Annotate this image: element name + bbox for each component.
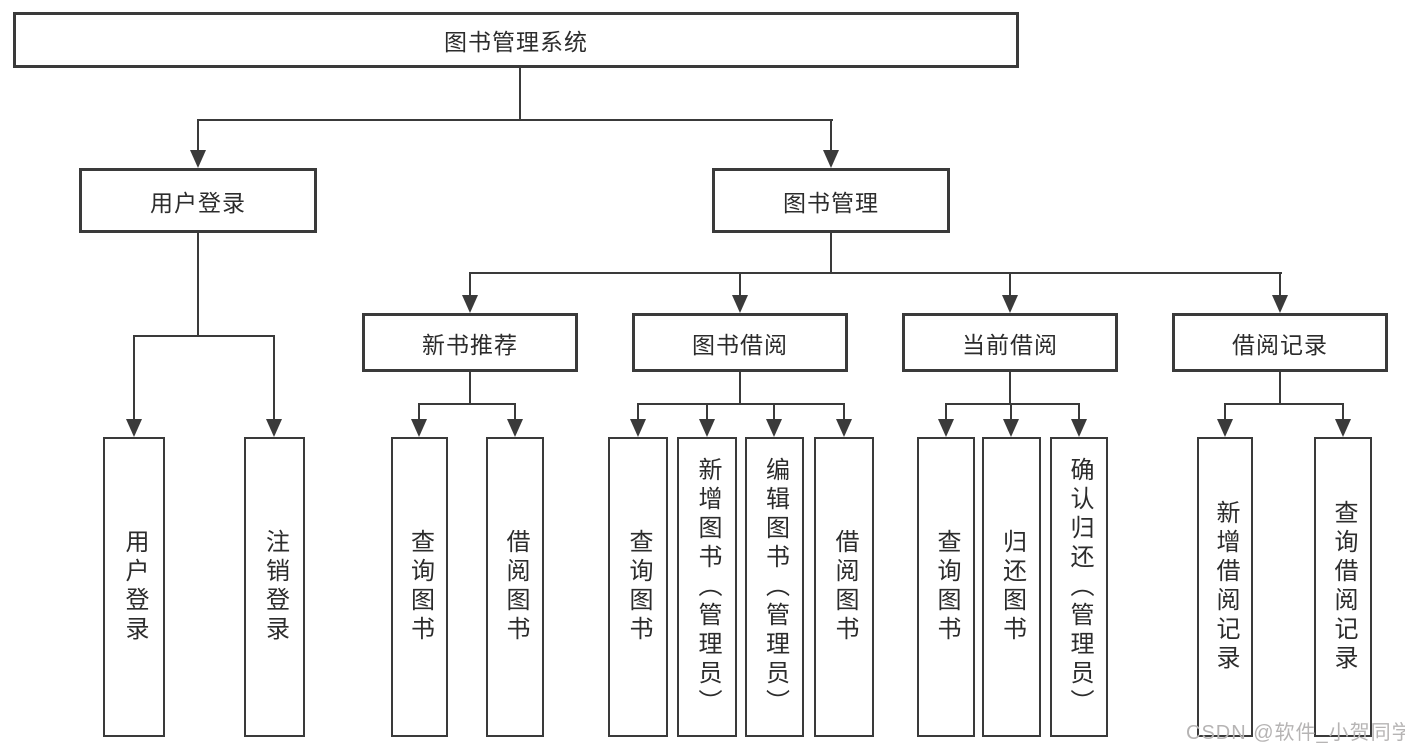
node-bb-borrow-books-label: 借阅图书 [831,529,858,645]
node-ul-logout: 注销登录 [244,437,305,737]
node-br-query-record-label: 查询借阅记录 [1330,500,1357,674]
node-ul-user-login-label: 用户登录 [121,529,148,645]
edge-bb-hline [637,403,845,405]
arrowhead-cb-query [938,419,954,437]
arrowhead-current-borrowing [1002,295,1018,313]
edge-br-hline [1224,403,1344,405]
node-book-mgmt: 图书管理 [712,168,950,233]
node-nb-query-books-label: 查询图书 [406,529,434,645]
arrowhead-cb-confirm [1071,419,1087,437]
arrowhead-ul-user-login [126,419,142,437]
node-cb-query-books-label: 查询图书 [933,529,960,645]
arrowhead-br-add [1217,419,1233,437]
edge-ul-vline [197,233,199,336]
arrowhead-bb-add [699,419,715,437]
edge-cb-vline [1009,372,1011,404]
arrowhead-borrowing-records [1272,295,1288,313]
node-user-login-group-label: 用户登录 [150,189,246,216]
node-bb-query-books-label: 查询图书 [625,529,652,645]
node-current-borrowing: 当前借阅 [902,313,1118,372]
edge-bb-stem3 [773,403,775,425]
node-br-add-record-label: 新增借阅记录 [1212,500,1239,674]
arrowhead-cb-return [1003,419,1019,437]
edge-cb-stem2 [1010,403,1012,425]
node-cb-confirm-return-admin: 确认归还（管理员） [1050,437,1108,737]
node-root-label: 图书管理系统 [444,29,588,55]
node-cb-query-books: 查询图书 [917,437,975,737]
edge-ul-stem1 [133,335,135,425]
node-br-query-record: 查询借阅记录 [1314,437,1372,737]
node-cb-confirm-return-admin-label: 确认归还（管理员） [1066,456,1093,718]
node-bb-edit-books-admin-label: 编辑图书（管理员） [761,456,789,718]
node-borrowing-records-label: 借阅记录 [1232,331,1328,358]
arrowhead-bb-edit [766,419,782,437]
node-current-borrowing-label: 当前借阅 [962,331,1058,358]
edge-bm-stem2 [739,272,741,302]
edge-cb-stem1 [945,403,947,425]
edge-cb-stem3 [1078,403,1080,425]
node-nb-borrow-books-label: 借阅图书 [502,529,529,645]
arrowhead-nb-query [411,419,427,437]
edge-nb-vline [469,372,471,404]
edge-root-vline [519,68,521,120]
node-ul-user-login: 用户登录 [103,437,165,737]
arrowhead-bookmgmt [823,150,839,168]
arrowhead-bb-borrow [836,419,852,437]
node-bb-borrow-books: 借阅图书 [814,437,874,737]
node-new-book-rec: 新书推荐 [362,313,578,372]
edge-cb-hline [945,403,1080,405]
node-ul-logout-label: 注销登录 [261,529,289,645]
edge-bm-hline [469,272,1282,274]
edge-bb-stem1 [637,403,639,425]
edge-nb-stem2 [514,403,516,425]
edge-root-hline [197,119,833,121]
edge-br-vline [1279,372,1281,404]
edge-bm-stem3 [1009,272,1011,302]
edge-bb-stem4 [843,403,845,425]
csdn-watermark: CSDN @软件_小贺同学 [1186,722,1405,744]
node-nb-borrow-books: 借阅图书 [486,437,544,737]
arrowhead-new-book-rec [462,295,478,313]
arrowhead-userlogin [190,150,206,168]
node-br-add-record: 新增借阅记录 [1197,437,1253,737]
edge-bm-vline [830,233,832,273]
node-bb-add-books-admin-label: 新增图书（管理员） [694,456,721,718]
edge-nb-hline [418,403,516,405]
node-cb-return-books: 归还图书 [982,437,1041,737]
node-user-login-group: 用户登录 [79,168,317,233]
edge-bb-vline [739,372,741,404]
node-book-mgmt-label: 图书管理 [783,189,879,216]
node-bb-add-books-admin: 新增图书（管理员） [677,437,737,737]
node-cb-return-books-label: 归还图书 [998,529,1026,645]
edge-nb-stem1 [418,403,420,425]
node-bb-query-books: 查询图书 [608,437,668,737]
edge-br-stem2 [1342,403,1344,425]
edge-bookmgmt-stem [830,119,832,159]
node-borrowing-records: 借阅记录 [1172,313,1388,372]
node-new-book-rec-label: 新书推荐 [422,331,518,358]
edge-bm-stem1 [469,272,471,302]
node-book-borrowing-label: 图书借阅 [692,331,788,358]
node-bb-edit-books-admin: 编辑图书（管理员） [745,437,804,737]
arrowhead-bb-query [630,419,646,437]
node-nb-query-books: 查询图书 [391,437,448,737]
edge-userlogin-stem [197,119,199,159]
node-root: 图书管理系统 [13,12,1019,68]
edge-br-stem1 [1224,403,1226,425]
edge-bm-stem4 [1279,272,1281,302]
arrowhead-ul-logout [266,419,282,437]
edge-ul-hline [133,335,275,337]
edge-bb-stem2 [706,403,708,425]
node-book-borrowing: 图书借阅 [632,313,848,372]
arrowhead-br-query [1335,419,1351,437]
arrowhead-book-borrowing [732,295,748,313]
edge-ul-stem2 [273,335,275,425]
arrowhead-nb-borrow [507,419,523,437]
